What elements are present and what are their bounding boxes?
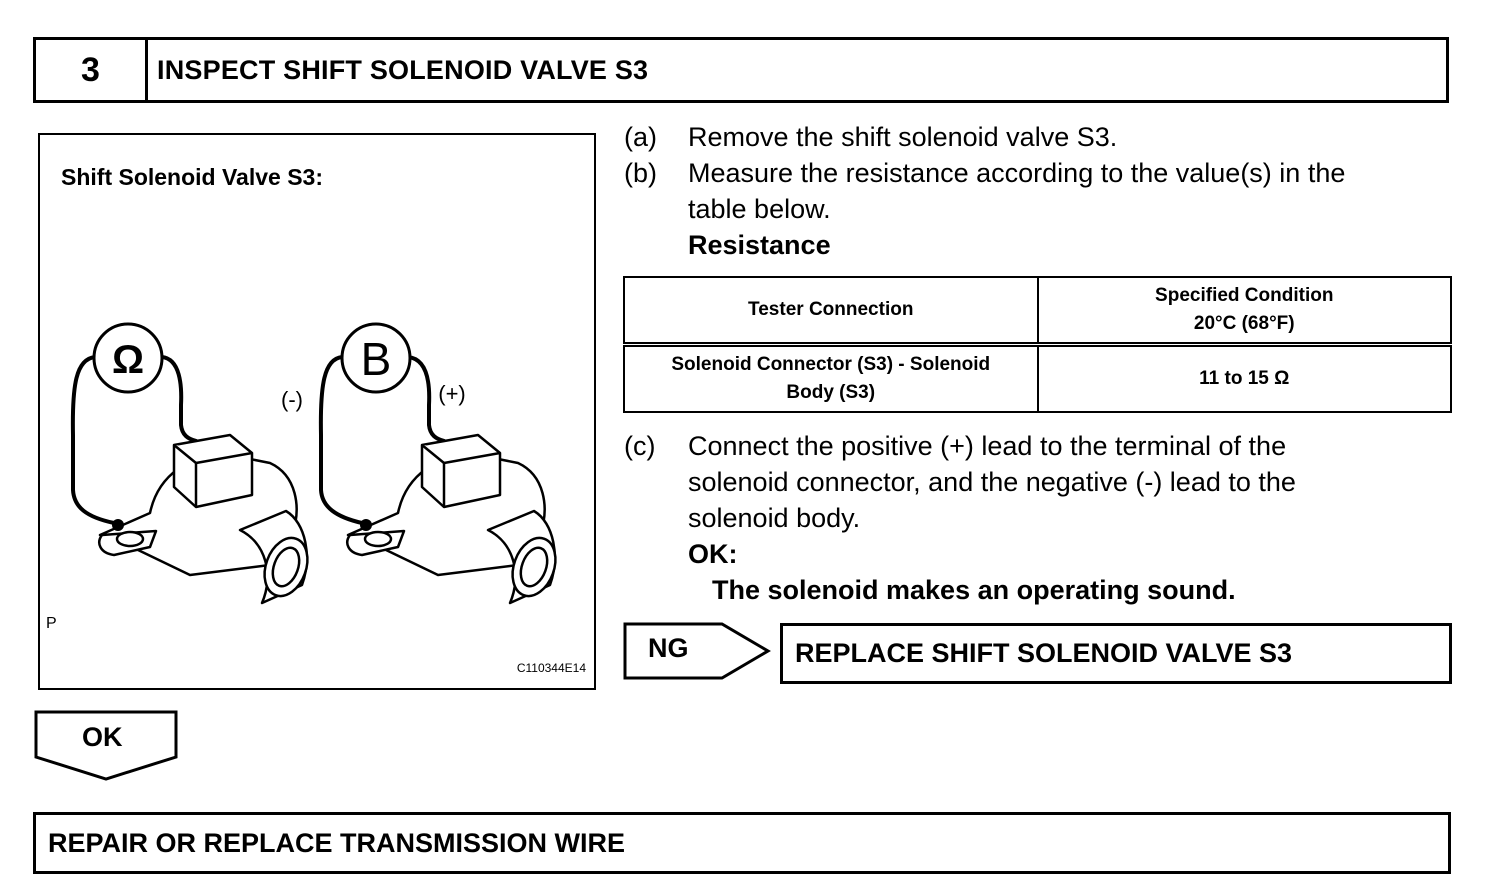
- resistance-label: Resistance: [688, 230, 831, 260]
- figure-panel: Ω B (-) (+) Shift Solenoid Valve S3: P C…: [38, 133, 596, 690]
- instruction-text: Remove the shift solenoid valve S3.: [688, 122, 1118, 152]
- cell-connection-line2: Body (S3): [786, 382, 876, 403]
- cell-condition: 11 to 15 Ω: [1036, 343, 1452, 413]
- table-row: Solenoid Connector (S3) - Solenoid Body …: [623, 343, 1452, 413]
- ng-label: NG: [648, 633, 689, 663]
- header-tester-connection: Tester Connection: [623, 276, 1039, 347]
- step-header: 3 INSPECT SHIFT SOLENOID VALVE S3: [33, 37, 1449, 103]
- cell-connection-line1: Solenoid Connector (S3) - Solenoid: [671, 354, 991, 375]
- instruction-text: solenoid connector, and the negative (-)…: [688, 467, 1296, 497]
- plus-label: (+): [438, 381, 466, 406]
- cell-connection: Solenoid Connector (S3) - Solenoid Body …: [623, 343, 1039, 413]
- ok-label: OK: [82, 722, 123, 752]
- figure-corner-letter: P: [46, 615, 57, 632]
- instruction-text: Connect the positive (+) lead to the ter…: [688, 431, 1287, 461]
- ng-action-box: REPLACE SHIFT SOLENOID VALVE S3: [780, 623, 1452, 684]
- instruction-c: (c) Connect the positive (+) lead to the…: [624, 428, 1454, 536]
- solenoid-illustration: Ω B (-) (+): [70, 322, 557, 605]
- table-header-row: Tester Connection Specified Condition 20…: [623, 276, 1452, 347]
- instruction-text: Measure the resistance according to the …: [688, 158, 1346, 188]
- instruction-text: solenoid body.: [688, 503, 861, 533]
- resistance-table: Tester Connection Specified Condition 20…: [623, 276, 1452, 413]
- header-specified-condition: Specified Condition 20°C (68°F): [1036, 276, 1452, 347]
- header-condition-temp: 20°C (68°F): [1193, 313, 1295, 334]
- minus-label: (-): [281, 387, 303, 412]
- instruction-text: table below.: [688, 194, 831, 224]
- figure-caption: Shift Solenoid Valve S3:: [61, 164, 324, 190]
- ohm-symbol: Ω: [112, 338, 144, 382]
- instruction-letter: (a): [624, 122, 657, 152]
- instruction-letter: (b): [624, 158, 657, 188]
- ok-action-box: REPAIR OR REPLACE TRANSMISSION WIRE: [33, 812, 1451, 874]
- figure-code: C110344E14: [516, 661, 586, 675]
- ok-arrow-shape: [34, 710, 178, 781]
- ng-arrow-shape: [623, 622, 771, 680]
- step-title: INSPECT SHIFT SOLENOID VALVE S3: [157, 54, 649, 85]
- header-condition-line: Specified Condition: [1155, 285, 1334, 306]
- ok-criteria-text: The solenoid makes an operating sound.: [712, 575, 1236, 605]
- battery-symbol: B: [361, 333, 392, 385]
- step-number: 3: [36, 40, 148, 100]
- ok-criteria-label: OK:: [688, 539, 738, 569]
- instruction-letter: (c): [624, 431, 656, 461]
- instruction-a: (a) Remove the shift solenoid valve S3.: [624, 119, 1454, 155]
- instruction-b: (b) Measure the resistance according to …: [624, 155, 1454, 227]
